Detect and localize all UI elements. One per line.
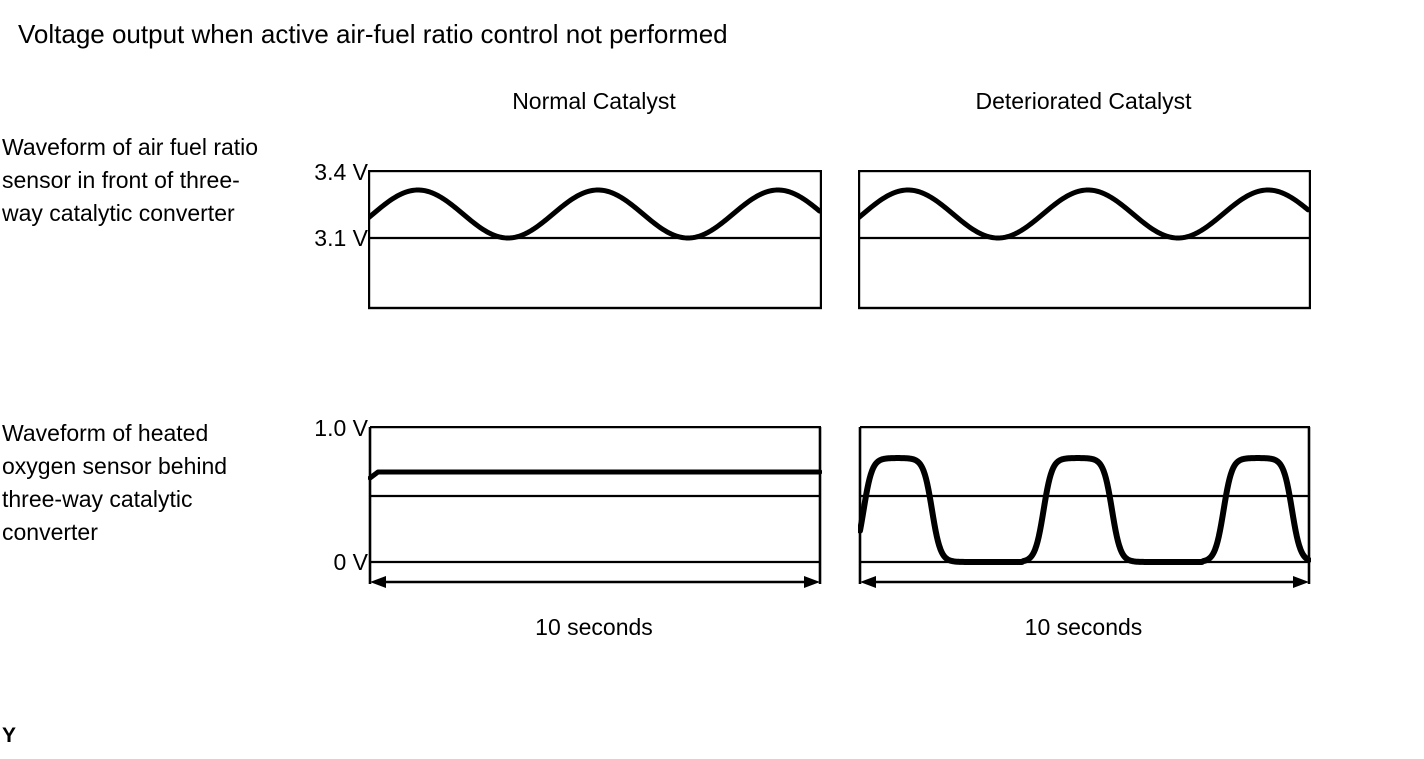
chart-o2-sensor-deteriorated-catalyst <box>858 426 1311 588</box>
waveform-line <box>368 469 822 481</box>
time-axis-arrow <box>370 576 820 588</box>
corner-mark: Y <box>2 724 17 747</box>
waveform-line <box>368 187 822 241</box>
column-header-deteriorated-catalyst: Deteriorated Catalyst <box>975 88 1192 114</box>
axis-label-0-volts: 0 V <box>333 549 368 575</box>
chart-o2-sensor-normal-catalyst <box>368 426 822 588</box>
time-axis-label-right: 10 seconds <box>1024 614 1143 640</box>
page-title: Voltage output when active air-fuel rati… <box>18 19 728 49</box>
row-label-air-fuel-ratio-sensor: Waveform of air fuel ratio sensor in fro… <box>2 134 259 226</box>
waveform-line <box>858 187 1311 241</box>
row-label-heated-oxygen-sensor: Waveform of heated oxygen sensor behind … <box>2 420 228 545</box>
chart-af-sensor-deteriorated-catalyst <box>858 170 1311 310</box>
axis-label-3-1-volts: 3.1 V <box>314 225 368 251</box>
chart-frame <box>858 170 1311 310</box>
chart-af-sensor-normal-catalyst <box>368 170 822 310</box>
column-header-normal-catalyst: Normal Catalyst <box>512 88 676 114</box>
axis-label-3-4-volts: 3.4 V <box>314 159 368 185</box>
time-axis-label-left: 10 seconds <box>535 614 653 640</box>
axis-label-1-0-volts: 1.0 V <box>314 415 368 441</box>
time-axis-arrow <box>860 576 1309 588</box>
waveform-line <box>858 455 1311 565</box>
chart-frame <box>368 170 822 310</box>
